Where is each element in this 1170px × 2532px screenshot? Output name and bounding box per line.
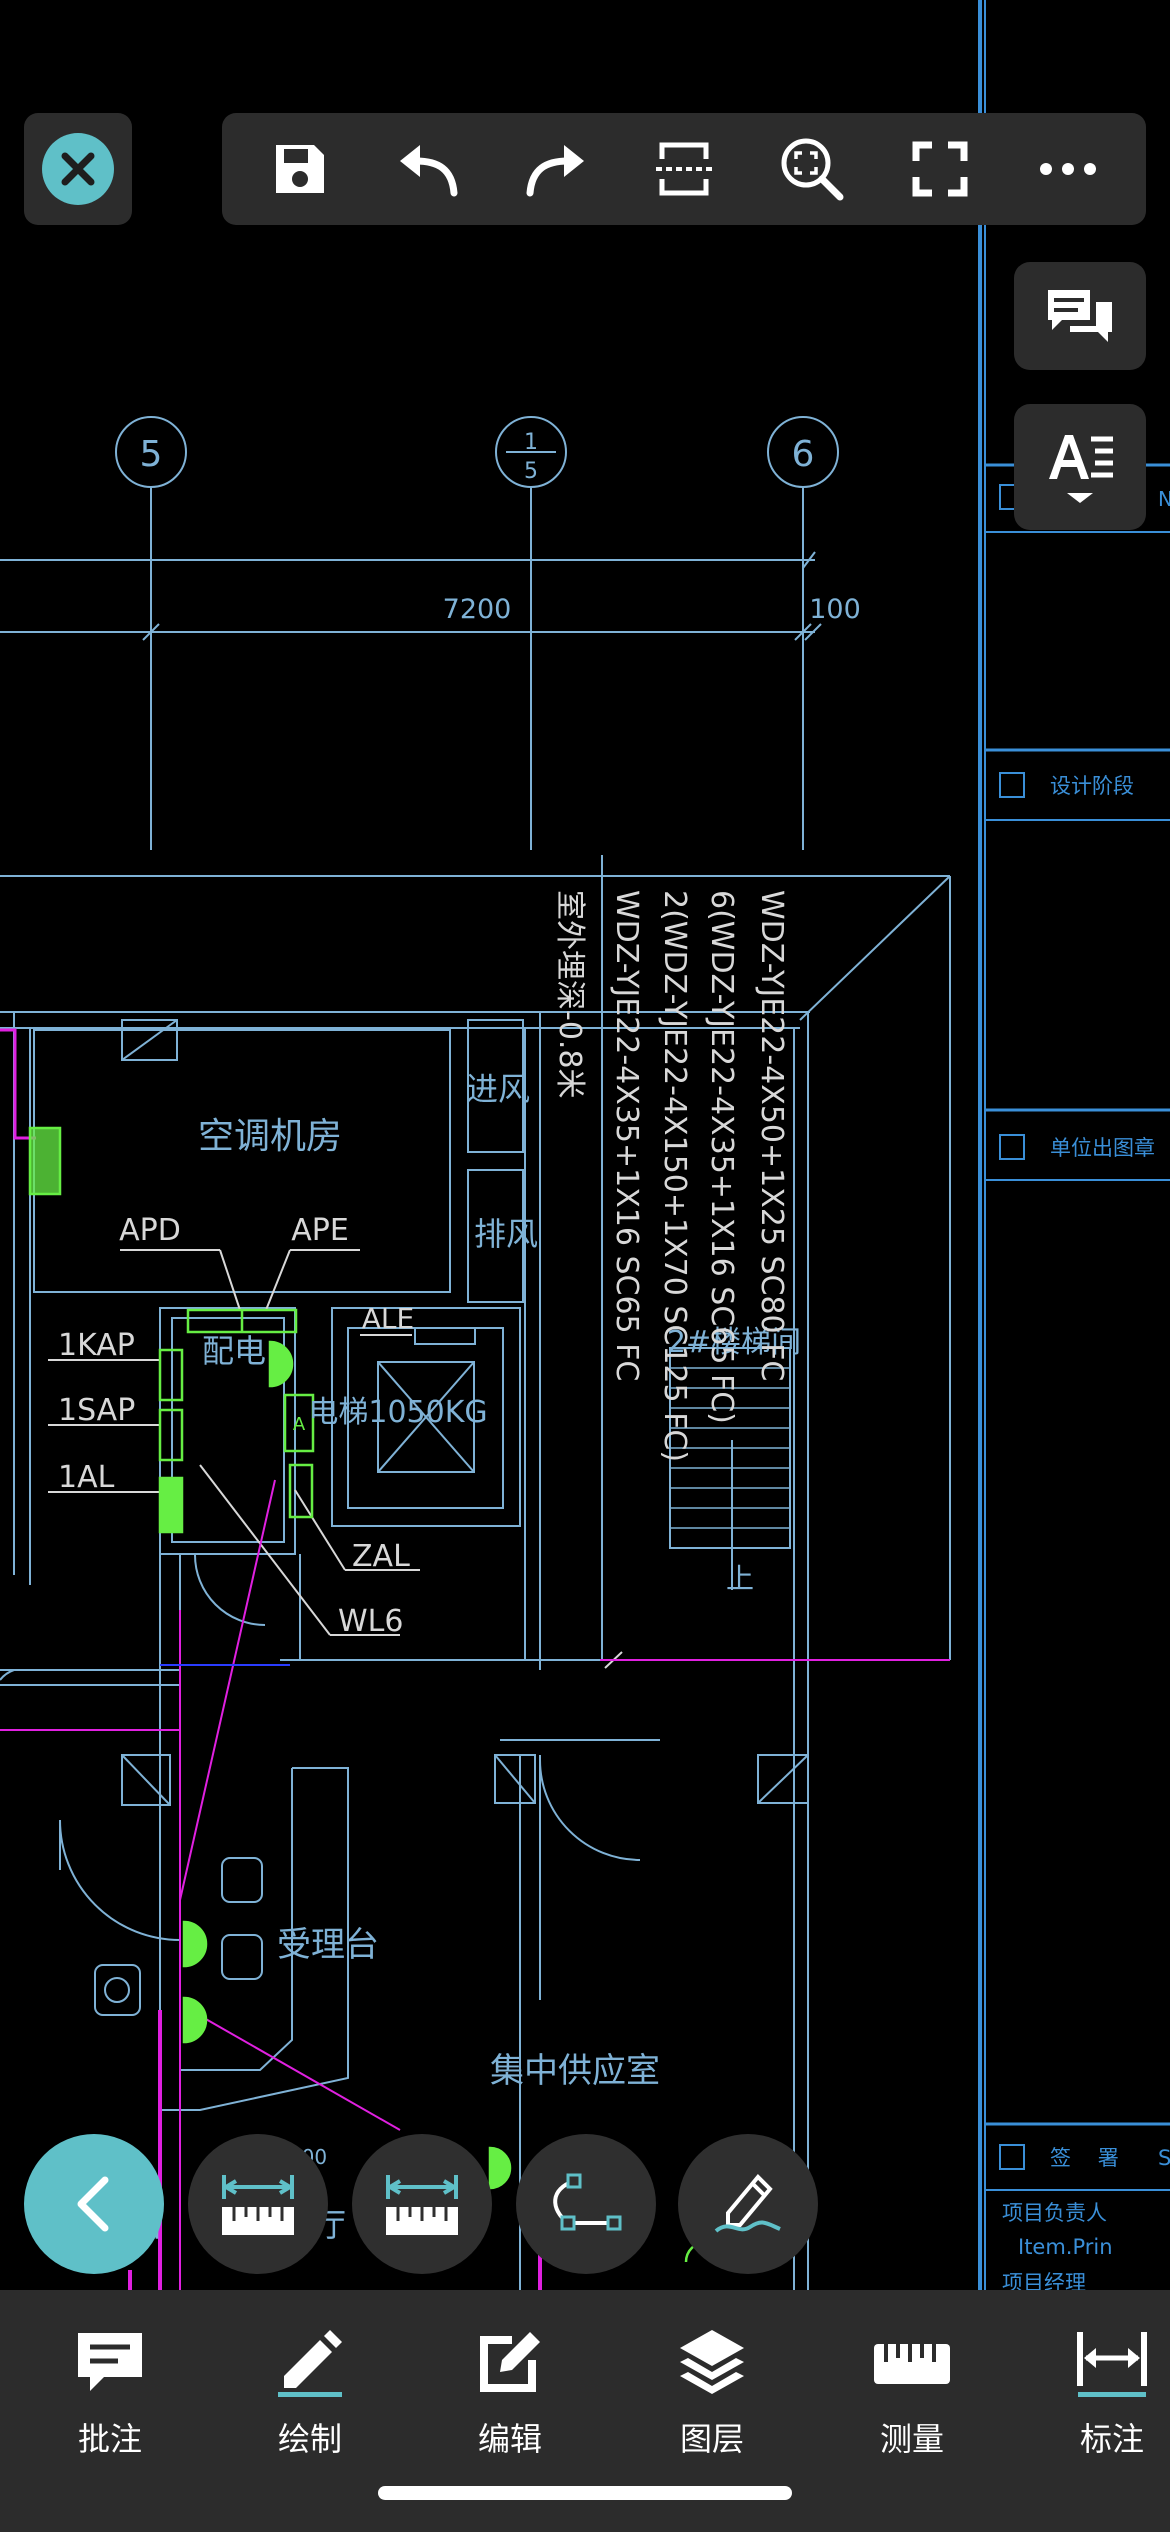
label-wl6: WL6 [338,1604,403,1639]
more-icon [1040,163,1096,175]
redo-icon [526,145,584,197]
cable-note-2: 6(WDZ-YJE22-4X35+1X16 SC65 FC) [704,890,739,1424]
fullscreen-icon [912,141,968,197]
tab-dimension-label: 标注 [1079,2420,1144,2458]
close-icon [42,133,114,205]
measure-distance-icon [222,2175,294,2235]
grid-axis-label-1: 1 [524,430,538,455]
label-1sap: 1SAP [58,1393,135,1428]
grid-axis-label-5b: 5 [524,459,538,484]
undo-button[interactable] [383,124,473,214]
measure-distance-button[interactable] [188,2134,328,2274]
section-button[interactable] [639,124,729,214]
cable-note-4: WDZ-YJE22-4X35+1X16 SC65 FC [609,890,644,1381]
section-icon [656,142,712,196]
dimension-7200: 7200 [443,594,512,625]
tab-comment[interactable]: 批注 [30,2320,190,2470]
tab-layers[interactable]: 图层 [632,2320,792,2470]
sign-button[interactable] [678,2134,818,2274]
title-block-top-partial: N [1158,487,1170,511]
measure-length-icon [386,2175,458,2235]
pencil-icon [278,2330,342,2397]
ruler-icon [874,2344,950,2384]
tab-layers-label: 图层 [679,2420,744,2458]
tab-measure-label: 测量 [879,2420,944,2458]
tab-dimension[interactable]: 标注 [1032,2320,1170,2470]
top-toolbar [222,113,1146,225]
undo-icon [400,145,458,197]
redo-button[interactable] [511,124,601,214]
edit-icon [480,2332,540,2392]
tab-draw-label: 绘制 [277,2420,342,2458]
dimension-100: 100 [809,594,861,625]
fullscreen-button[interactable] [895,124,985,214]
room-stair: 2#楼梯间 [667,1325,801,1360]
tab-edit-label: 编辑 [477,2420,542,2458]
text-style-icon [1049,435,1113,479]
room-reception: 受理台 [277,1925,379,1965]
sign-icon [714,2174,781,2233]
title-block-signature-partial: S [1158,2146,1170,2170]
tab-edit[interactable]: 编辑 [430,2320,590,2470]
home-indicator[interactable] [378,2486,792,2500]
back-button[interactable] [24,2134,164,2274]
comments-icon [1048,290,1112,342]
text-style-button[interactable] [1014,404,1146,530]
cable-note-depth: 室外埋深-0.8米 [552,890,587,1099]
room-inlet: 进风 [466,1070,530,1108]
comment-icon [78,2333,142,2391]
title-block-project-lead-en: Item.Prin [1018,2235,1113,2259]
room-ac: 空调机房 [198,1116,342,1157]
label-ale: ALE [362,1302,414,1335]
title-block-design-stage: 设计阶段 [1050,774,1134,798]
label-zal: ZAL [352,1539,410,1574]
tab-comment-label: 批注 [77,2420,142,2458]
more-button[interactable] [1023,124,1113,214]
cad-drawing-canvas[interactable]: 5 1 5 6 7200 100 空调机房 进风 排风 配电 电梯1050KG … [0,0,1170,2290]
title-block-signature: 签 署 [1050,2146,1119,2170]
tab-measure[interactable]: 测量 [832,2320,992,2470]
cable-note-1: WDZ-YJE22-4X50+1X25 SC80 FC [754,890,789,1381]
polyline-icon [553,2173,622,2231]
label-1al: 1AL [58,1460,115,1495]
room-supply: 集中供应室 [490,2051,660,2091]
comments-button[interactable] [1014,262,1146,370]
dropdown-caret-icon [1067,493,1093,503]
polyline-button[interactable] [516,2134,656,2274]
title-block-project-lead: 项目负责人 [1002,2201,1107,2225]
dimension-icon [1077,2332,1147,2397]
panel-a-label: A [293,1414,306,1435]
cable-note-3: 2(WDZ-YJE22-4X150+1X70 SC125 FC) [657,890,692,1462]
close-button[interactable] [24,113,132,225]
grid-axis-label-6: 6 [792,434,815,475]
room-exhaust: 排风 [474,1215,538,1253]
zoom-fit-button[interactable] [767,124,857,214]
label-apd: APD [119,1213,181,1248]
label-1kap: 1KAP [58,1328,135,1363]
grid-axis-label-5: 5 [140,434,163,475]
room-elevator: 电梯1050KG [308,1395,487,1430]
measure-length-button[interactable] [352,2134,492,2274]
layers-icon [680,2330,744,2394]
stair-up: 上 [726,1562,754,1595]
back-icon [77,2176,109,2232]
tab-draw[interactable]: 绘制 [230,2320,390,2470]
title-block-issuer: 单位出图章 [1050,1136,1155,1160]
title-block-project-manager: 项目经理 [1002,2271,1086,2290]
zoom-fit-icon [781,138,844,201]
room-distribution: 配电 [202,1332,266,1370]
save-icon [276,145,324,193]
save-button[interactable] [255,124,345,214]
label-ape: APE [291,1213,349,1248]
